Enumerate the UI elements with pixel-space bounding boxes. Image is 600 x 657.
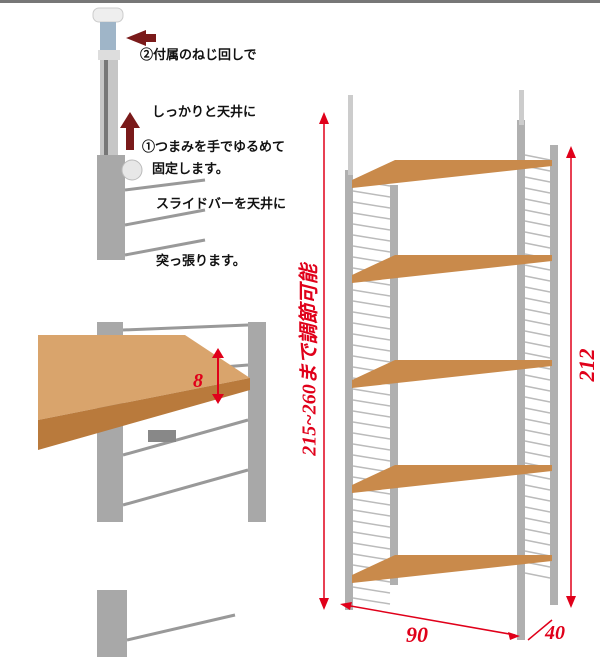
frame-rung <box>352 234 391 242</box>
frame-rung <box>352 454 391 462</box>
frame-rung <box>352 223 391 231</box>
frame-rung <box>524 319 551 326</box>
frame-rung <box>524 473 551 480</box>
frame-rung <box>352 432 391 440</box>
frame-rung <box>352 509 391 517</box>
adjustable-height-label: 215~260まで調節可能 <box>298 264 321 456</box>
shelf-board <box>352 465 552 493</box>
step1-line1: ①つまみを手でゆるめて <box>142 140 286 155</box>
frame-rung <box>352 586 391 594</box>
shelf-board <box>352 255 552 283</box>
frame-rung <box>524 352 551 359</box>
frame-rung <box>352 443 391 451</box>
frame-rung <box>352 311 391 319</box>
step2-note: ②付属のねじ回しで しっかりと天井に 固定します。 <box>140 8 257 217</box>
arrow-up-icon <box>120 112 140 150</box>
frame-rung <box>352 520 391 528</box>
frame-rung <box>352 553 391 561</box>
frame-rung <box>352 190 391 198</box>
frame-rung <box>524 440 551 447</box>
shelf-unit <box>345 90 558 640</box>
depth-label: 40 <box>545 622 565 644</box>
frame-rung <box>352 498 391 506</box>
shelf-board <box>352 160 552 188</box>
frame-rung <box>524 572 551 579</box>
arrow-left-icon <box>126 30 156 46</box>
shelf-pitch-label: 8 <box>193 370 203 392</box>
dimension-lines <box>319 112 576 641</box>
frame-rung <box>524 220 551 227</box>
frame-rung <box>524 264 551 271</box>
frame-rung <box>352 355 391 363</box>
frame-rung <box>352 421 391 429</box>
frame-rung <box>524 242 551 249</box>
frame-detail <box>97 590 236 657</box>
frame-rung <box>352 289 391 297</box>
step2-line1: ②付属のねじ回しで <box>140 48 257 63</box>
frame-rung <box>352 410 391 418</box>
frame-rung <box>352 212 391 220</box>
frame-rung <box>352 300 391 308</box>
frame-rung <box>524 539 551 546</box>
frame-rung <box>524 528 551 535</box>
step2-line3: 固定します。 <box>152 162 229 177</box>
frame-rung <box>352 597 391 605</box>
frame-rung <box>524 176 551 183</box>
frame-rung <box>352 542 391 550</box>
frame-rung <box>524 451 551 458</box>
frame-rung <box>352 531 391 539</box>
frame-rung <box>352 344 391 352</box>
frame-rung <box>524 198 551 205</box>
frame-rung <box>524 209 551 216</box>
frame-rung <box>352 322 391 330</box>
width-label: 90 <box>406 622 428 647</box>
step1-line2: スライドバーを天井に <box>156 197 287 212</box>
top-divider <box>0 0 600 3</box>
tension-pole-detail <box>92 7 206 260</box>
step1-line3: 突っ張ります。 <box>156 254 246 269</box>
frame-rung <box>524 418 551 425</box>
frame-rung <box>524 506 551 513</box>
frame-rung <box>352 201 391 209</box>
frame-rung <box>524 187 551 194</box>
shelf-board <box>352 360 552 388</box>
frame-rung <box>524 341 551 348</box>
frame-rung <box>524 330 551 337</box>
frame-rung <box>524 429 551 436</box>
step1-note: ①つまみを手でゆるめて スライドバーを天井に 突っ張ります。 <box>142 100 286 309</box>
frame-rung <box>524 308 551 315</box>
frame-rung <box>352 399 391 407</box>
frame-rung <box>524 517 551 524</box>
frame-rung <box>524 275 551 282</box>
height-label: 212 <box>574 348 599 382</box>
shelf-bracket-detail <box>38 322 266 522</box>
frame-rung <box>524 297 551 304</box>
frame-rung <box>524 286 551 293</box>
frame-rung <box>524 484 551 491</box>
frame-rung <box>524 385 551 392</box>
frame-rung <box>524 407 551 414</box>
frame-rung <box>524 396 551 403</box>
frame-rung <box>352 245 391 253</box>
frame-rung <box>524 231 551 238</box>
frame-rung <box>524 374 551 381</box>
frame-rung <box>352 333 391 341</box>
shelf-board <box>352 555 552 583</box>
frame-rung <box>524 495 551 502</box>
step2-line2: しっかりと天井に <box>152 105 257 120</box>
frame-rung <box>352 388 391 396</box>
frame-rung <box>524 154 551 161</box>
